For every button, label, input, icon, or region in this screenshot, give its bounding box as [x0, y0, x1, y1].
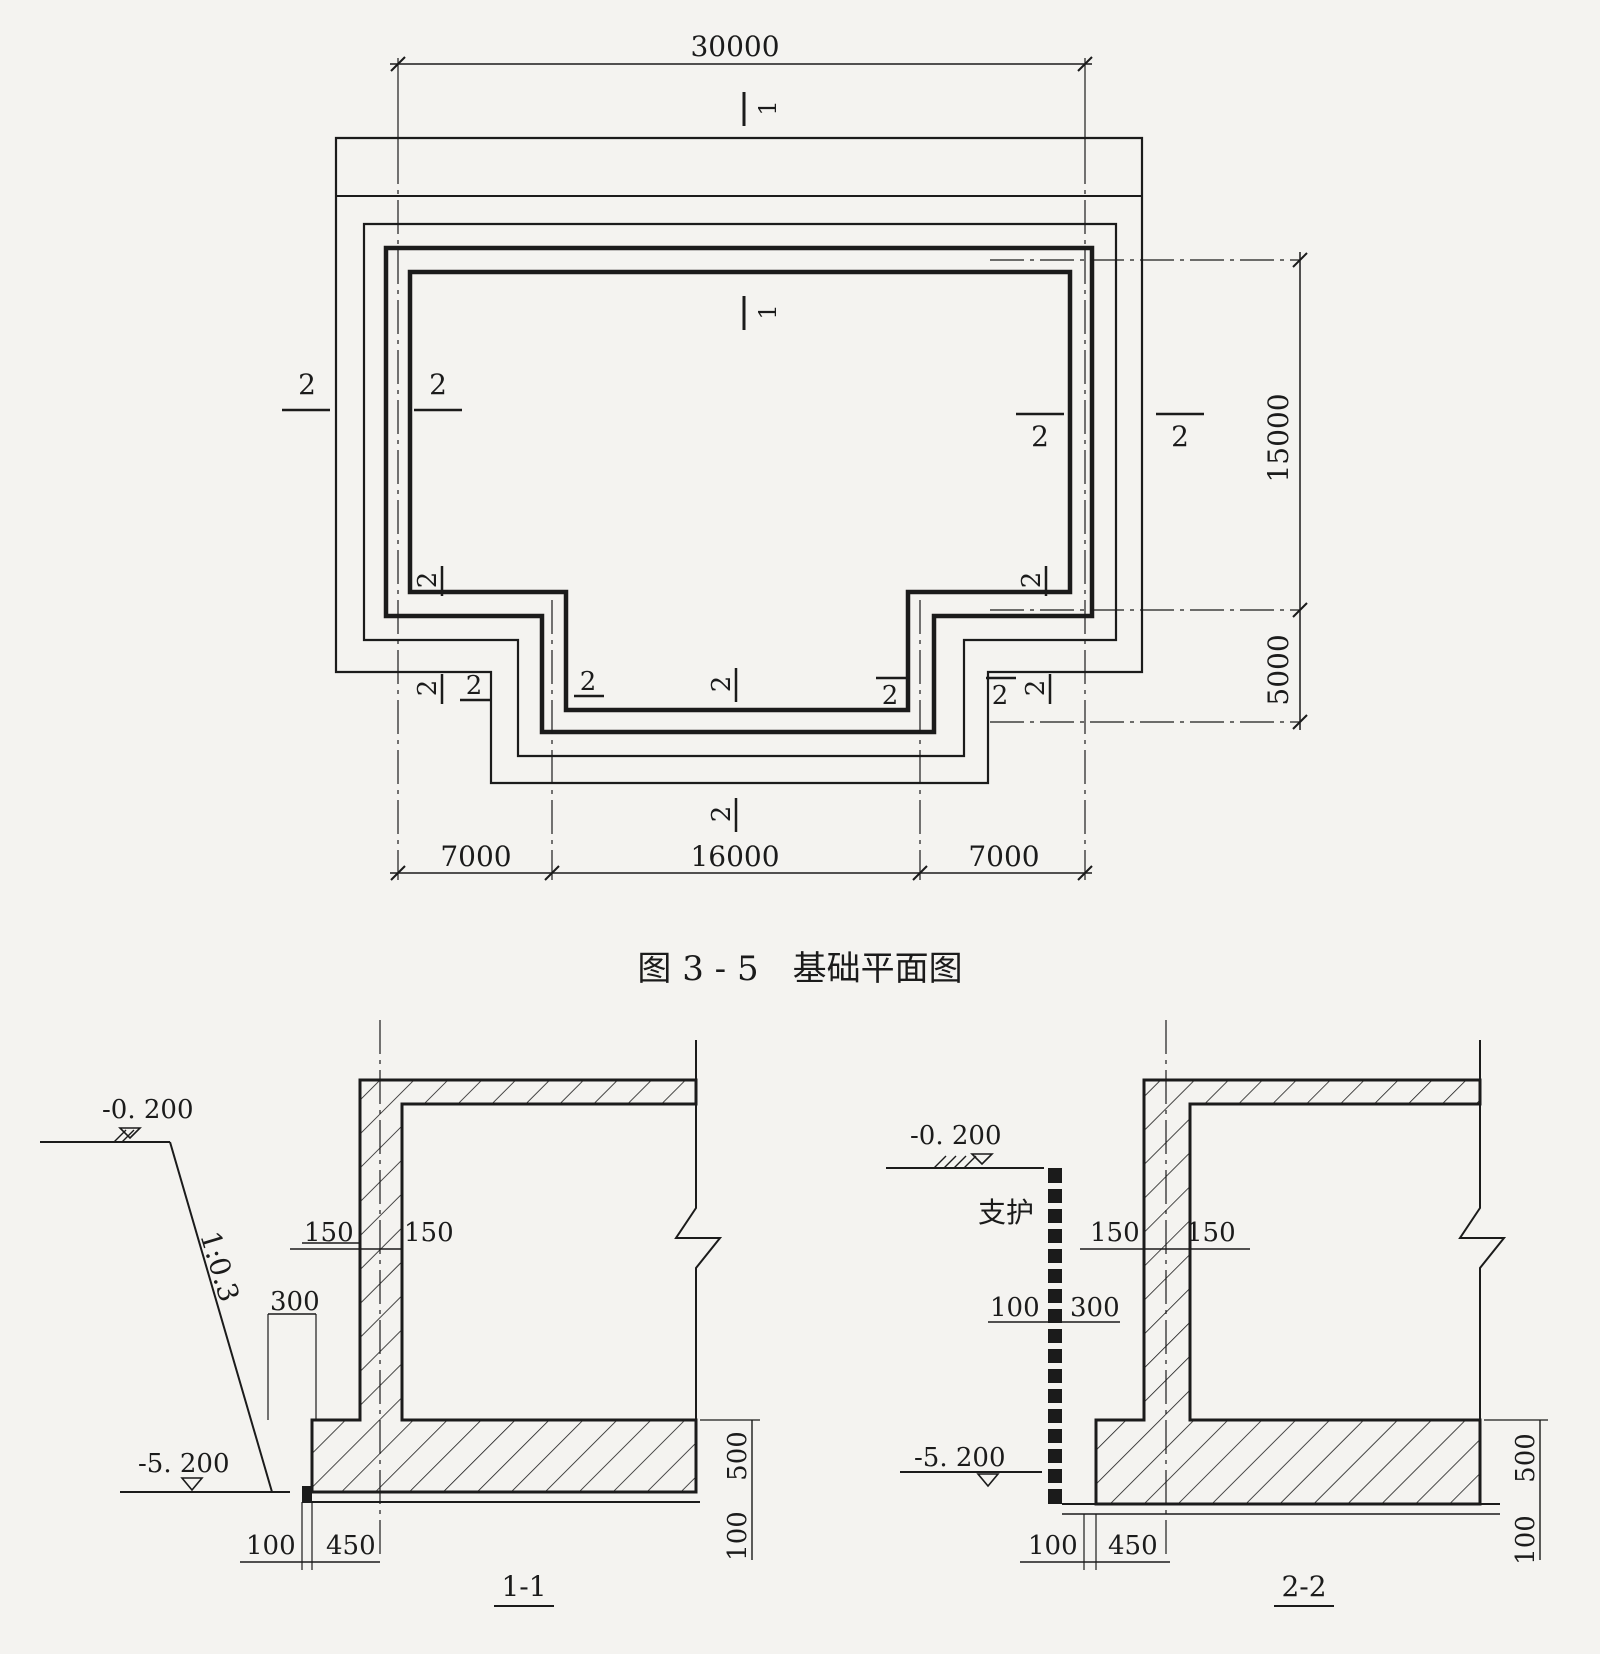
section-2-step-label-c: 2: [413, 680, 443, 697]
dim-height-lower-label: 5000: [1262, 634, 1295, 705]
dim-total-width: 30000: [390, 30, 1093, 150]
section-mark-2-left: 2 2: [282, 368, 462, 412]
s22-elev-bottom: -5. 200: [914, 1443, 1005, 1473]
section-2-step-label-b: 2: [1017, 572, 1047, 589]
s22-wall-right: 150: [1186, 1218, 1236, 1248]
section-1-top-label: 1: [754, 100, 782, 115]
s11-footing-ext: 300: [270, 1287, 320, 1317]
s22-dim-100: 100: [1028, 1531, 1078, 1561]
section-mark-1: 1 1: [742, 92, 782, 330]
s22-support-wall: [1048, 1168, 1062, 1504]
s11-elev-bottom: -5. 200: [138, 1449, 229, 1479]
section-2-left-outer-label: 2: [298, 368, 316, 401]
section-2-left-inner-label: 2: [429, 368, 447, 401]
s11-cushion-thickness: 100: [723, 1511, 753, 1561]
section-2-step-label-d: 2: [466, 671, 483, 701]
dim-total-width-label: 30000: [690, 30, 779, 63]
section-mark-2-steps: 2 2 2 2 2 2 2 2 2 2: [413, 566, 1052, 832]
section-2-step-label-f: 2: [882, 681, 899, 711]
section-1-1: -0. 200 1:0.3 -5. 200 150 150 300 500 10…: [40, 1020, 760, 1607]
section-2-mid-label-a: 2: [707, 676, 737, 693]
s22-footing-ext: 300: [1070, 1293, 1120, 1323]
s22-support-gaps: [1048, 1183, 1062, 1489]
excavation-outline: [334, 136, 1144, 785]
s11-dim-450: 450: [326, 1531, 376, 1561]
s22-elev-top: -0. 200: [910, 1121, 1001, 1151]
s11-wall-right: 150: [404, 1218, 454, 1248]
s11-elev-top: -0. 200: [102, 1095, 193, 1125]
section-2-2: -0. 200 支护 -5. 200 150 150 100 300: [886, 1020, 1548, 1607]
s22-concrete: [1094, 1078, 1482, 1506]
dim-seg-left-label: 7000: [440, 840, 511, 873]
section-2-right-inner-label: 2: [1031, 420, 1049, 453]
plan-caption: 图 3 - 5 基础平面图: [637, 949, 962, 989]
wall-inner-line: [407, 269, 1073, 713]
s22-dim-450: 450: [1108, 1531, 1158, 1561]
s11-base-thickness: 500: [723, 1431, 753, 1481]
section-2-step-label-a: 2: [413, 572, 443, 589]
dim-seg-mid-label: 16000: [690, 840, 779, 873]
s22-support-dim: 100: [990, 1293, 1040, 1323]
footing-outline: [362, 222, 1118, 758]
s22-base-thickness: 500: [1511, 1433, 1541, 1483]
dim-height-upper-label: 15000: [1262, 393, 1295, 482]
s22-cushion-thickness: 100: [1511, 1515, 1541, 1565]
section-2-step-label-h: 2: [1021, 680, 1051, 697]
section-1-bottom-label: 1: [754, 304, 782, 319]
s22-title: 2-2: [1281, 1570, 1326, 1603]
s11-cushion: [302, 1486, 312, 1502]
dim-bottom: 7000 16000 7000: [390, 840, 1093, 881]
s11-slope-label: 1:0.3: [193, 1227, 246, 1305]
s22-support-label: 支护: [978, 1196, 1034, 1229]
section-mark-2-right: 2 2: [1016, 412, 1204, 453]
foundation-plan: 30000 15000 5000: [282, 30, 1308, 989]
s11-title: 1-1: [501, 1570, 546, 1603]
axis-lines: [397, 150, 1300, 880]
section-2-right-outer-label: 2: [1171, 420, 1189, 453]
dim-right: 15000 5000: [1262, 252, 1308, 730]
section-2-step-label-e: 2: [580, 667, 597, 697]
s11-wall-left: 150: [304, 1218, 354, 1248]
s22-wall-left: 150: [1090, 1218, 1140, 1248]
s11-dim-100: 100: [246, 1531, 296, 1561]
s11-concrete: [310, 1078, 698, 1494]
section-2-step-label-g: 2: [992, 681, 1009, 711]
section-2-mid-label-b: 2: [707, 806, 737, 823]
dim-seg-right-label: 7000: [968, 840, 1039, 873]
wall-outer-line: [383, 245, 1095, 735]
